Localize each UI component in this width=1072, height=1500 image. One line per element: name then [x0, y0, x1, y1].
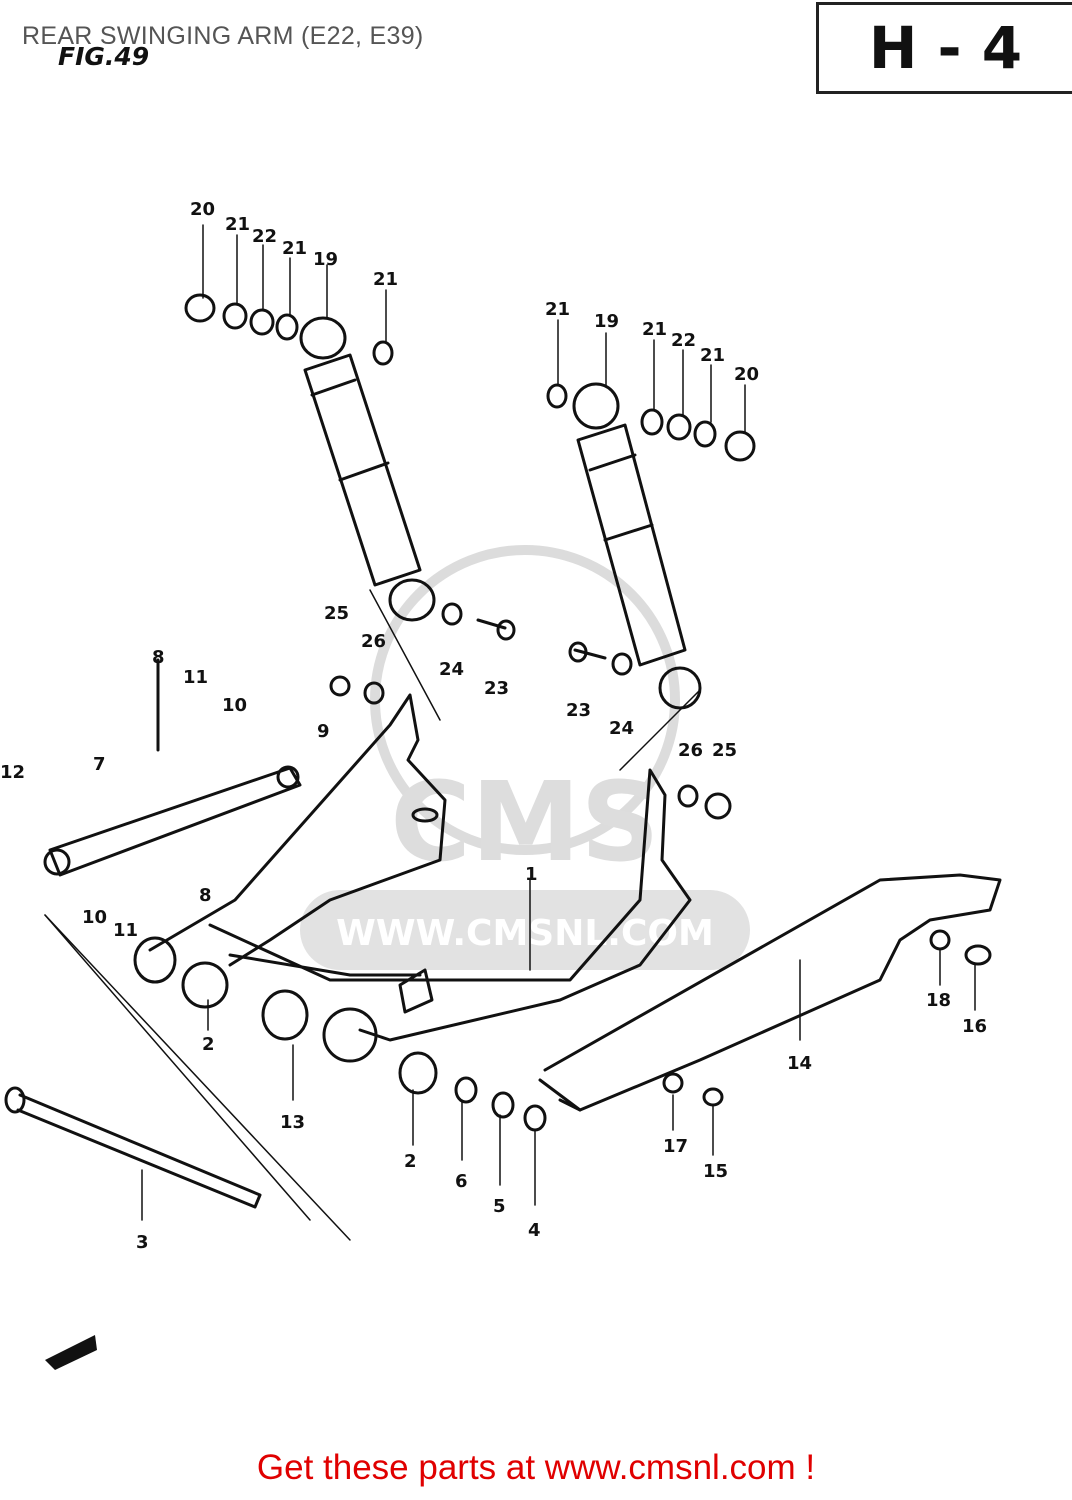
callout-12: 12 [0, 762, 25, 783]
pivot-shaft [4, 1086, 262, 1209]
callout-4: 4 [528, 1220, 541, 1241]
callout-labels: 20 21 22 21 19 21 21 19 21 22 21 20 25 2… [0, 199, 987, 1253]
shock-washers-left [184, 293, 394, 366]
callout-2-right: 2 [404, 1151, 417, 1172]
callout-21-d: 21 [545, 299, 570, 320]
callout-6: 6 [455, 1171, 468, 1192]
callout-22-right: 22 [671, 330, 696, 351]
callout-16: 16 [962, 1016, 987, 1037]
callout-25-right: 25 [712, 740, 737, 761]
shock-washers-right [546, 383, 756, 462]
callout-13: 13 [280, 1112, 305, 1133]
callout-26-right: 26 [678, 740, 703, 761]
callout-14: 14 [787, 1053, 812, 1074]
diagram-title: REAR SWINGING ARM (E22, E39) [22, 22, 424, 50]
footer-cta-link[interactable]: Get these parts at www.cmsnl.com ! [256, 1448, 816, 1487]
section-code-box: H - 4 [816, 2, 1072, 94]
callout-21-b: 21 [282, 238, 307, 259]
section-code: H - 4 [868, 14, 1023, 82]
callout-7: 7 [93, 754, 106, 775]
callout-8-bottom: 8 [199, 885, 212, 906]
callout-3: 3 [136, 1232, 149, 1253]
swing-arm [148, 693, 692, 1042]
callout-10-top: 10 [222, 695, 247, 716]
callout-11-bottom: 11 [113, 920, 138, 941]
left-shock-absorber [299, 316, 436, 622]
callout-10-bottom: 10 [82, 907, 107, 928]
callout-11-top: 11 [183, 667, 208, 688]
callout-24-right: 24 [609, 718, 634, 739]
figure-number: FIG.49 [58, 42, 150, 71]
callout-25-left: 25 [324, 603, 349, 624]
callout-22-left: 22 [252, 226, 277, 247]
front-direction-arrow [45, 1335, 97, 1370]
callout-19-right: 19 [594, 311, 619, 332]
callout-20-left: 20 [190, 199, 215, 220]
callout-17: 17 [663, 1136, 688, 1157]
lower-shock-bolts [329, 602, 732, 820]
callout-21-a: 21 [225, 214, 250, 235]
callout-5: 5 [493, 1196, 506, 1217]
callout-15: 15 [703, 1161, 728, 1182]
callout-1: 1 [525, 864, 538, 885]
callout-21-f: 21 [700, 345, 725, 366]
pivot-bushings [133, 936, 547, 1132]
callout-21-e: 21 [642, 319, 667, 340]
callout-19-left: 19 [313, 249, 338, 270]
leader-lines [44, 224, 976, 1241]
callout-2-left: 2 [202, 1034, 215, 1055]
right-shock-absorber [572, 382, 702, 710]
callout-23-left: 23 [484, 678, 509, 699]
callout-9: 9 [317, 721, 330, 742]
callout-21-c: 21 [373, 269, 398, 290]
torque-link [43, 658, 302, 877]
chain-case [538, 873, 1002, 1112]
callout-23-right: 23 [566, 700, 591, 721]
callout-8-top: 8 [152, 647, 165, 668]
callout-20-right: 20 [734, 364, 759, 385]
callout-18: 18 [926, 990, 951, 1011]
callout-26-left: 26 [361, 631, 386, 652]
callout-24-left: 24 [439, 659, 464, 680]
